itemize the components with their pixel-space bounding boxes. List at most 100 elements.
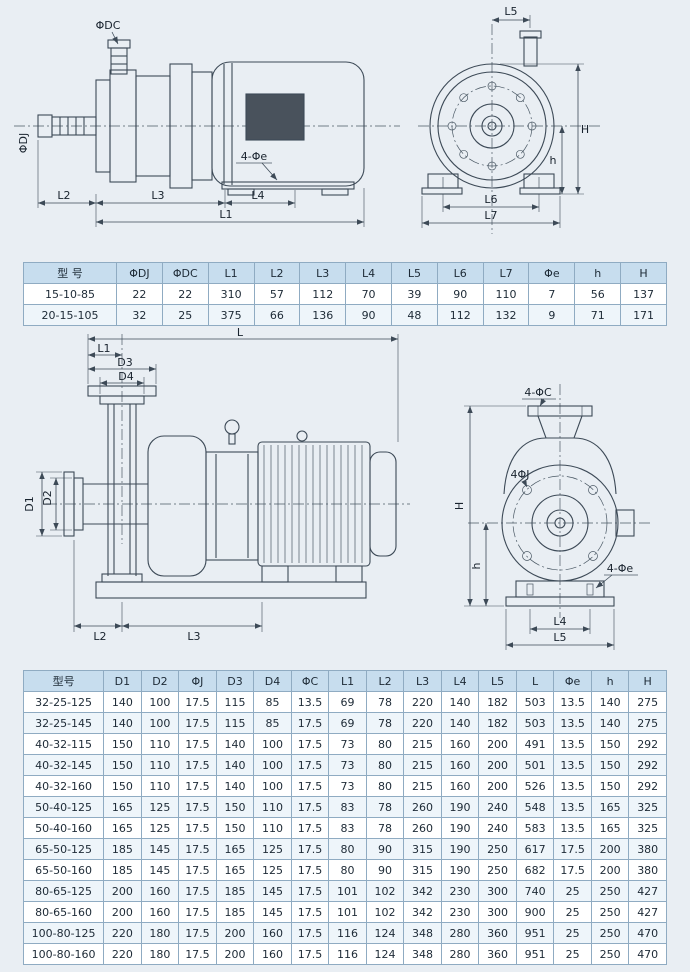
dimension-cell: 101 <box>328 880 367 902</box>
dimension-cell: 951 <box>515 943 555 965</box>
dimension-cell: 140 <box>590 691 630 713</box>
dimension-cell: 17.5 <box>178 901 217 923</box>
dimension-cell: 617 <box>515 838 555 860</box>
dimension-cell: 740 <box>515 880 555 902</box>
dimension-cell: 260 <box>403 796 442 818</box>
column-header: L5 <box>390 262 438 284</box>
column-header: 型 号 <box>22 262 118 284</box>
dimension-cell: 470 <box>628 922 667 944</box>
dimension-cell: 140 <box>103 691 142 713</box>
dimension-cell: 140 <box>215 733 255 755</box>
dim-label-H: H <box>581 123 589 136</box>
dimension-cell: 427 <box>628 901 667 923</box>
dim-label-l5: L5 <box>553 631 566 644</box>
dimension-cell: 115 <box>215 691 255 713</box>
dimension-cell: 250 <box>478 838 517 860</box>
dim-label-H: H <box>453 502 466 510</box>
dimension-cell: 160 <box>440 733 480 755</box>
column-header: L4 <box>440 670 480 692</box>
dim-label-l7: L7 <box>484 209 497 222</box>
dimension-cell: 125 <box>140 817 180 839</box>
dimension-cell: 100 <box>253 733 292 755</box>
dimension-cell: 39 <box>390 283 438 305</box>
dimension-cell: 220 <box>103 943 142 965</box>
dimension-cell: 185 <box>215 880 255 902</box>
dimension-cell: 101 <box>328 901 367 923</box>
dim-label-h: h <box>550 154 557 167</box>
dimension-cell: 17.5 <box>290 712 330 734</box>
dimension-cell: 360 <box>478 922 517 944</box>
column-header: Φe <box>528 262 576 284</box>
column-header: Φe <box>553 670 592 692</box>
dimension-cell: 250 <box>478 859 517 881</box>
dimension-cell: 80 <box>365 775 405 797</box>
dimension-cell: 80 <box>328 838 367 860</box>
dimension-cell: 145 <box>253 901 292 923</box>
dimension-cell: 100 <box>140 712 180 734</box>
dimension-cell: 48 <box>390 304 438 326</box>
model-cell: 65-50-160 <box>22 859 105 881</box>
dimension-cell: 102 <box>365 880 405 902</box>
dimension-cell: 526 <box>515 775 555 797</box>
column-header: h <box>574 262 622 284</box>
dimension-cell: 165 <box>103 796 142 818</box>
dimension-cell: 140 <box>440 712 480 734</box>
dimension-cell: 280 <box>440 922 480 944</box>
dimension-cell: 17.5 <box>178 880 217 902</box>
dimension-cell: 90 <box>365 838 405 860</box>
dimension-cell: 57 <box>253 283 301 305</box>
dimension-cell: 22 <box>161 283 209 305</box>
dimension-cell: 17.5 <box>178 691 217 713</box>
dim-label-L: L <box>237 326 244 339</box>
model-cell: 40-32-160 <box>22 775 105 797</box>
model-cell: 15-10-85 <box>22 283 118 305</box>
dimension-cell: 250 <box>590 880 630 902</box>
column-header: ΦDC <box>161 262 209 284</box>
dimension-cell: 310 <box>207 283 255 305</box>
dimension-cell: 503 <box>515 691 555 713</box>
dimension-cell: 115 <box>215 712 255 734</box>
dimension-cell: 200 <box>103 901 142 923</box>
dimension-cell: 17.5 <box>178 754 217 776</box>
dimension-cell: 125 <box>253 838 292 860</box>
dimension-cell: 25 <box>553 880 592 902</box>
dimension-cell: 25 <box>553 943 592 965</box>
dimension-cell: 110 <box>253 796 292 818</box>
dimension-cell: 503 <box>515 712 555 734</box>
dimension-cell: 70 <box>345 283 392 305</box>
dimension-cell: 124 <box>365 922 405 944</box>
dimension-cell: 292 <box>628 754 667 776</box>
column-header: L3 <box>403 670 442 692</box>
label-phi-dj: ΦDJ <box>17 133 30 153</box>
column-header: D4 <box>253 670 292 692</box>
dimension-cell: 200 <box>590 838 630 860</box>
dim-label-l3: L3 <box>187 630 200 643</box>
dimension-cell: 185 <box>103 838 142 860</box>
dimension-cell: 150 <box>103 754 142 776</box>
model-cell: 65-50-125 <box>22 838 105 860</box>
dimension-cell: 951 <box>515 922 555 944</box>
motor-fins <box>263 445 363 563</box>
dimension-cell: 145 <box>140 838 180 860</box>
column-header: ΦC <box>290 670 330 692</box>
dimension-cell: 165 <box>215 859 255 881</box>
dimension-cell: 260 <box>403 817 442 839</box>
dimension-cell: 160 <box>440 775 480 797</box>
column-header: L3 <box>299 262 347 284</box>
dimension-cell: 427 <box>628 880 667 902</box>
dimension-cell: 165 <box>590 817 630 839</box>
column-header: D2 <box>140 670 180 692</box>
dimension-cell: 9 <box>528 304 576 326</box>
dimension-cell: 100 <box>140 691 180 713</box>
column-header: L2 <box>365 670 405 692</box>
small-pump-drawing: ΦDC ΦDJ 4-Φe L2 L3 L4 L1 <box>14 5 600 234</box>
column-header: L2 <box>253 262 301 284</box>
